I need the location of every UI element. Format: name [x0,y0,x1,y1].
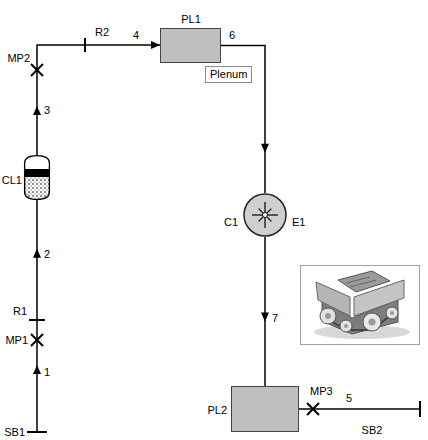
symbol-stroke [416,408,420,410]
flow-line [36,200,38,317]
engine-label: E1 [292,216,305,229]
orifice-symbol-outline [82,38,88,52]
symbol-stroke [259,217,263,221]
boundary-symbol: SB2 [416,401,424,417]
node-label: SB1 [4,426,25,439]
flow-line [36,76,38,155]
flow-line-group [37,323,38,334]
symbol-stroke [307,403,319,415]
arrowhead [261,312,269,321]
node-label: MP3 [310,385,333,398]
symbol-stroke [84,38,86,52]
flow-line [37,45,82,64]
flow-line-group [33,76,41,155]
pipe-junction-outline [307,403,319,415]
flow-number: 2 [44,248,50,261]
boundary-symbol: SB1 [27,428,47,436]
node-label: SB2 [362,424,383,437]
tooltip-tag: Plenum [205,66,252,83]
arrowhead [261,144,269,153]
node-label: PL1 [181,13,201,26]
spark-centre [263,213,268,218]
pipe-junction-outline [31,64,43,76]
flow-number: 1 [44,366,50,379]
symbol-stroke [267,209,271,213]
symbol-stroke [259,209,263,213]
flow-line-group [33,200,41,317]
flow-line-group [261,237,269,386]
flow-number: 4 [133,29,139,42]
node-label: MP2 [7,52,30,65]
symbol-stroke [31,334,43,346]
canister-fill [25,156,50,200]
flow-line [88,44,160,46]
flow-number: 6 [229,29,235,42]
symbol-stroke [264,218,265,228]
node-label: CL1 [2,174,22,187]
boundary-symbol-outline [416,401,424,417]
filter-canister: CL1 [24,155,50,200]
pipe-junction-outline [31,334,43,346]
orifice-symbol: R1 [29,317,45,323]
canister-outline [25,156,50,200]
symbol-stroke [264,202,265,212]
node-label: MP1 [5,334,28,347]
boundary-symbol-outline [27,428,47,436]
pipe-junction: MP3 [307,403,319,415]
arrowhead [33,365,41,374]
flow-line [319,408,416,410]
node-label: R1 [13,305,27,318]
orifice-symbol-outline [29,317,45,323]
node-label: PL2 [207,404,227,417]
flow-line-group [37,45,82,64]
cylinder-outline [244,194,286,236]
flow-line [36,323,38,334]
symbol-stroke [268,214,278,215]
flow-number: 3 [44,104,50,117]
engine-picture [301,266,420,345]
cylinder-circle: C1 [243,193,287,237]
flow-line [299,408,307,410]
orifice-symbol: R2 [82,38,88,52]
flow-number: 5 [346,392,352,405]
pipe-junction: MP1 [31,334,43,346]
symbol-stroke [252,214,262,215]
canister-band [25,169,50,177]
pipe-junction: MP2 [31,64,43,76]
plenum-box: PL1 [160,28,221,63]
filter-canister-outline [24,155,50,200]
flow-line-group [299,409,307,410]
flow-line-group [33,346,41,428]
node-label: Plenum [210,68,247,81]
node-label: C1 [224,216,238,229]
arrowhead [151,41,160,49]
cylinder-circle-outline [243,193,287,237]
flow-line-group [319,409,416,410]
symbol-stroke [267,217,271,221]
symbol-stroke [31,64,43,76]
flow-line [36,346,38,428]
flow-line-group [88,41,160,49]
symbol-stroke [31,334,43,346]
symbol-stroke [307,403,319,415]
flow-number: 7 [272,312,278,325]
symbol-stroke [29,319,45,321]
arrowhead [33,106,41,115]
symbol-stroke [36,428,38,432]
symbol-stroke [31,64,43,76]
arrowhead [33,249,41,258]
flow-line [264,237,266,386]
node-label: R2 [95,26,109,39]
plenum-box: PL2 [231,386,299,432]
